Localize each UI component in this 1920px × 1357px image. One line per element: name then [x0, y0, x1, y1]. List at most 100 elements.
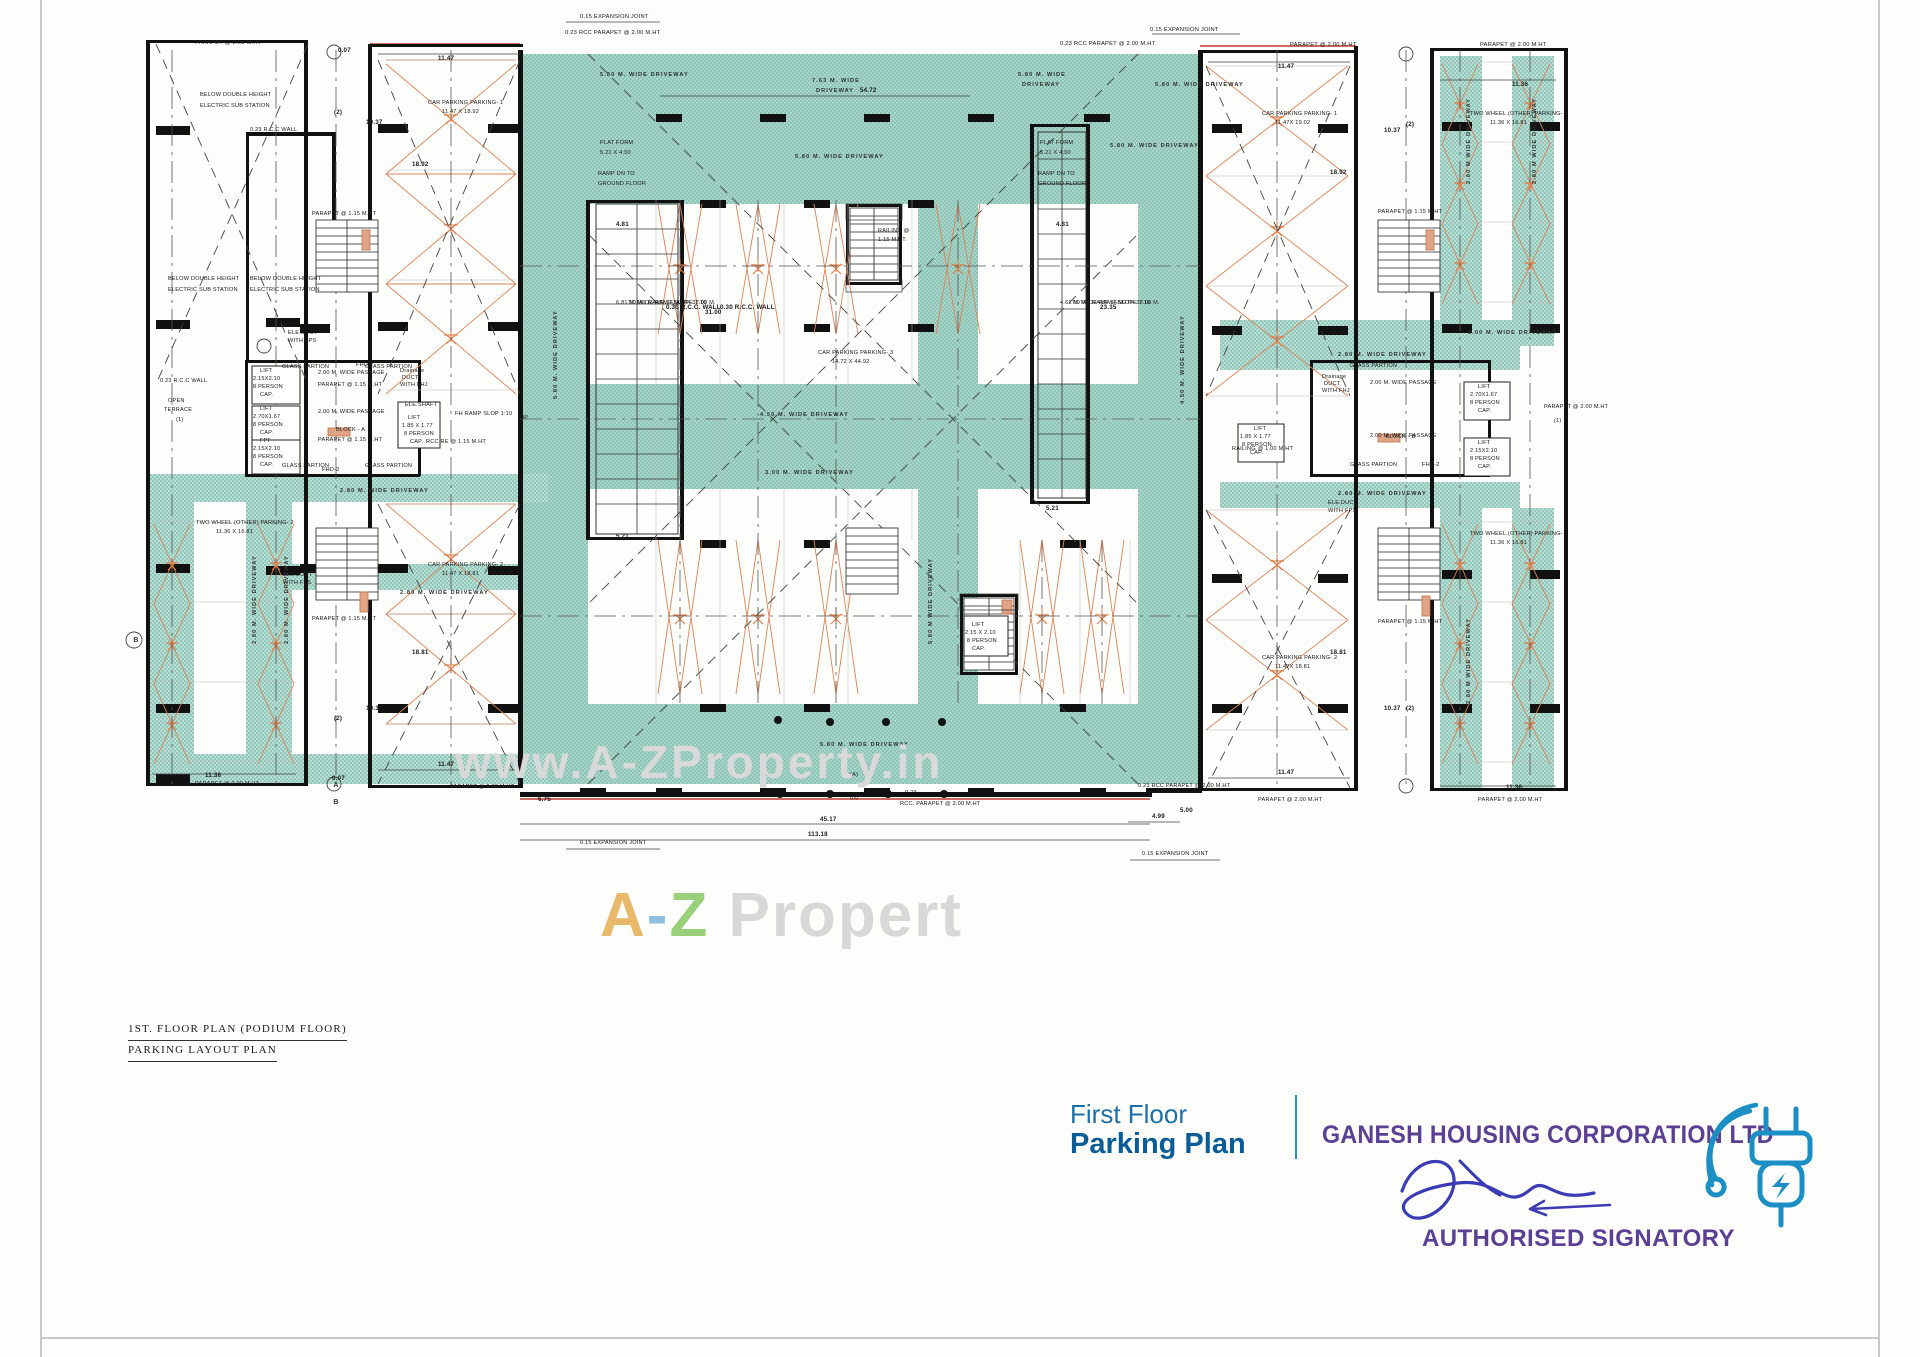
plan-text: B: [133, 637, 138, 644]
sheet-caption-line1: 1ST. FLOOR PLAN (PODIUM FLOOR): [128, 1020, 347, 1041]
plan-text: LIFT: [972, 622, 985, 628]
plan-text: 11.36: [1512, 81, 1529, 88]
plan-text: RAMP DN TO: [1038, 171, 1075, 177]
plan-text: 0.23 RCC PARAPET @ 2.00 M.HT: [1060, 41, 1156, 47]
plan-text: (2): [334, 109, 342, 116]
authorised-signatory-label: AUTHORISED SIGNATORY: [1422, 1225, 1735, 1252]
plan-text: 0.23 R.C.C WALL: [250, 127, 297, 133]
plan-label-layer: BELOW DOUBLE HEIGHT ELECTRIC SUB STATION 0…: [160, 92, 1609, 857]
plan-text: CAR PARKING PARKING- 2: [428, 562, 503, 568]
bottom-driveway-dots: [774, 716, 948, 798]
plan-text: 11.47X 18.81: [1275, 664, 1310, 670]
plan-text: UP: [520, 415, 528, 421]
sheet-edge-right: [1878, 0, 1880, 1357]
plan-text: 18.92: [412, 161, 429, 168]
title-block-plan-name: First Floor Parking Plan: [1070, 1099, 1270, 1159]
watermark-url: www.A-ZProperty.in: [455, 736, 944, 788]
plan-text: 1.85 X 1.77: [402, 423, 433, 429]
plan-text: 5.80 M. WIDE DRIVEWAY: [1155, 82, 1244, 88]
plan-text: GLASS PARTION: [1350, 363, 1397, 369]
sheet-caption-line2: PARKING LAYOUT PLAN: [128, 1041, 277, 1062]
plan-text: 2.80 M WIDE DRIVEWAY: [1532, 98, 1538, 184]
plan-text: GROUND FLOOR: [598, 181, 646, 187]
plan-text: 6.75: [538, 796, 551, 803]
plan-label: Parking Plan: [1070, 1128, 1246, 1160]
plan-text: PARAPET @ 2.00 M.HT: [1258, 797, 1323, 803]
plan-text: 2.15X2.10: [1470, 448, 1497, 454]
plan-text: 11.36: [1506, 784, 1523, 791]
plan-text: 0.30 R.C.C. WALL: [666, 304, 721, 311]
plan-text: 4.81: [1056, 221, 1069, 228]
plan-text: 14.72 X 44.92: [832, 359, 869, 365]
plan-text: 3.00 M. WIDE DRIVEWAY: [1468, 330, 1557, 336]
plan-text: 0.23 RCC PARAPET @ 2.00 M.HT: [1138, 783, 1231, 789]
floor-plan-drawing: BELOW DOUBLE HEIGHT ELECTRIC SUB STATION 0…: [60, 4, 1860, 1014]
plan-text: RCC RE @ 1.15 M.HT: [426, 439, 486, 445]
plan-text: FHD-2: [356, 362, 373, 368]
plan-text: PLAT FORM: [600, 140, 633, 146]
plan-text: ELE.DUCT: [283, 572, 313, 578]
plan-text: 11.47: [1278, 63, 1295, 70]
plan-text: (1): [1554, 418, 1561, 424]
plan-text: WITH FPS: [283, 580, 311, 586]
plan-text: Drainage: [400, 368, 424, 374]
plan-text: (B): [850, 795, 858, 801]
plan-text: TWO WHEEL.(OTHER) PARKING- 2: [1470, 531, 1568, 537]
plan-text: BLOCK - B: [1386, 434, 1416, 440]
plan-text: PARAPET @ 2.00 M.HT: [1544, 404, 1609, 410]
plan-text: (2): [334, 715, 342, 722]
plan-text: RAMP DN TO: [598, 171, 635, 177]
plan-text: 8 PERSON: [1242, 442, 1272, 448]
plan-text: 11.36 X 16.81: [216, 529, 253, 535]
plan-text: (A): [850, 772, 858, 778]
plan-text: 11.47: [438, 761, 455, 768]
plan-text: DUCT: [402, 375, 419, 381]
plan-text: ELECTRIC SUB STATION: [200, 103, 270, 109]
column-marks: [156, 114, 1560, 796]
plan-text: 10.37: [366, 119, 383, 126]
plan-text: 2.80 M WIDE DRIVEWAY: [1466, 618, 1472, 704]
plan-text: CAR PARKING PARKING- 1: [428, 100, 503, 106]
plan-text: LIFT: [1478, 384, 1491, 390]
plan-text: ELE.SHAFT: [405, 402, 438, 408]
plan-text: 4.50 M. WIDE DRIVEWAY: [1180, 315, 1186, 404]
plan-text: GLASS PARTION: [282, 463, 329, 469]
plan-text: 11.47: [438, 55, 455, 62]
plan-text: 10.37: [366, 705, 383, 712]
plan-text: TOTAL RAMP LENGTH 37.00 M.: [628, 300, 716, 306]
plan-text: PARAPET @ 1.15 M.HT: [318, 382, 383, 388]
lift-boxes: [251, 365, 1511, 657]
plan-text: 11.47X 19.02: [1275, 120, 1310, 126]
plan-text: 5.80 M WIDE DRIVEWAY: [928, 558, 934, 644]
grid-reference-bubbles: [125, 44, 1414, 794]
plan-text: 5.80 M. WIDE DRIVEWAY: [553, 310, 559, 399]
plan-text: 5.80 M. WIDE DRIVEWAY: [1110, 143, 1199, 149]
plan-text: 2.70X1.67: [253, 414, 280, 420]
plan-text: BELOW DOUBLE HEIGHT: [250, 276, 322, 282]
plan-text: 2.00 M. WIDE PASSAGE: [1370, 433, 1437, 439]
plan-text: CAP.: [260, 430, 273, 436]
sheet-caption: 1ST. FLOOR PLAN (PODIUM FLOOR) PARKING L…: [128, 1020, 347, 1062]
plan-text: DRIVEWAY: [816, 88, 854, 94]
plan-text: 2.15X2.10: [253, 446, 280, 452]
sheet-edge-left: [40, 0, 42, 1357]
plan-text: A: [333, 782, 338, 789]
plan-text: 4.61 M. WIDE RAMP SLOPE 1:10: [1060, 300, 1151, 306]
plan-text: 2.80 M WIDE DRIVEWAY: [1466, 98, 1472, 184]
plan-text: GLASS PARTION: [365, 463, 412, 469]
plan-text: PARAPET @ 2.00 M.HT: [1290, 42, 1357, 48]
plan-text: LIFT: [1254, 426, 1267, 432]
watermark-brand-z: Z: [669, 881, 710, 950]
plan-text: 10.37: [1384, 127, 1401, 134]
plan-text: 8 PERSON: [1470, 400, 1500, 406]
signature-mark: [1380, 1147, 1640, 1242]
electric-plug-logo: [1690, 1091, 1830, 1246]
plan-text: RCC. PARAPET @ 2.00 M.HT: [900, 801, 981, 807]
plan-text: WITH FHJ: [1322, 388, 1350, 394]
plan-text: 8 PERSON: [1470, 456, 1500, 462]
plan-text: 0.23 RCC PARAPET @ 2.00 M.HT: [565, 30, 661, 36]
plan-text: 0.07: [338, 47, 351, 54]
plan-text: FH RAMP SLOP 1:10: [455, 411, 512, 417]
